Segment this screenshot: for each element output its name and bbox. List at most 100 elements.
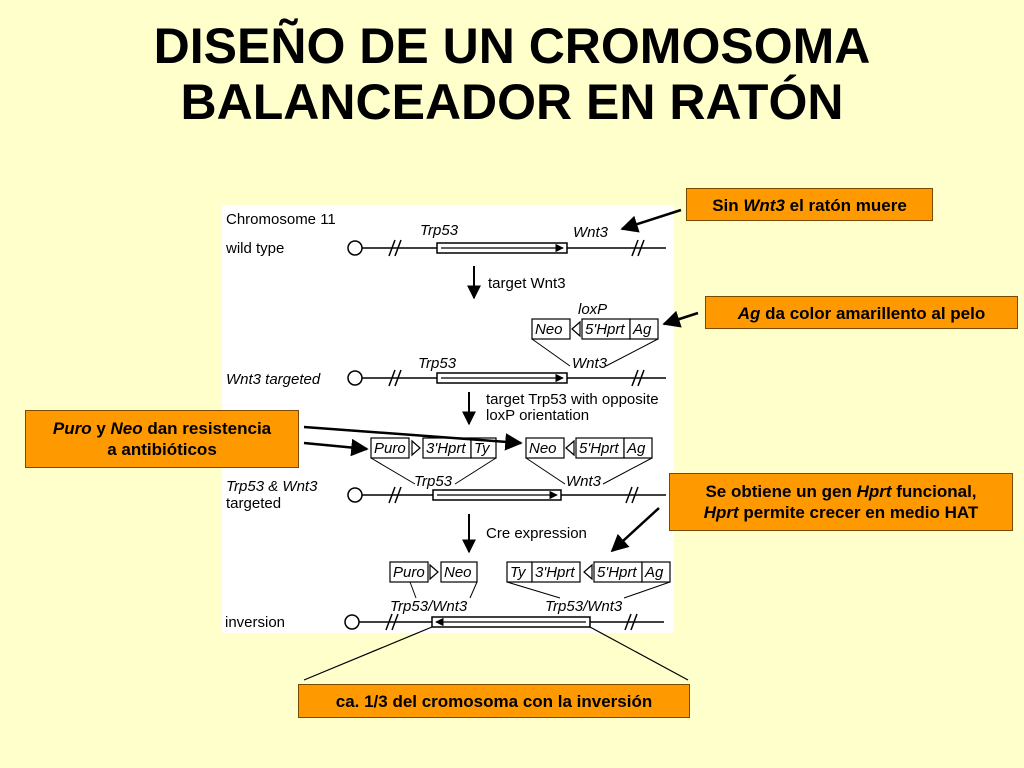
pointer-inversion-right [589,626,689,681]
puro-label-1: Puro [374,440,406,457]
callout-ag-italic: Ag [737,304,761,323]
callout-hprt-line1: Se obtiene un gen Hprt funcional, [670,481,1012,502]
loxp-label-1: loxP [578,301,607,318]
callout-hprt-line2-post: permite crecer en medio HAT [738,503,979,522]
title-line-2: BALANCEADOR EN RATÓN [180,74,844,130]
callout-puro-neo-mid: y [91,419,111,438]
puro-label-2: Puro [393,564,425,581]
callout-sin-wnt3-italic: Wnt3 [743,196,785,215]
trp53-wnt3-label-left: Trp53/Wnt3 [390,598,468,615]
neo-box-1 [531,318,571,340]
callout-sin-wnt3: Sin Wnt3 el ratón muere [686,188,933,221]
callout-hprt-line2: Hprt permite crecer en medio HAT [670,502,1012,523]
title-line-1: DISEÑO DE UN CROMOSOMA [153,18,871,74]
slide-title: DISEÑO DE UN CROMOSOMA BALANCEADOR EN RA… [0,18,1024,130]
chromosome-label: Chromosome 11 [226,211,336,228]
ty-label: Ty [474,440,491,457]
neo-box-2 [525,437,565,459]
centromere-inv [344,614,360,630]
homology-lines-1 [531,338,659,367]
trp53-label-both: Trp53 [414,473,453,490]
break-mark-both-left [388,486,402,504]
loxp-triangle-1 [571,320,581,338]
wnt3-targeted-label: Wnt3 targeted [226,371,321,388]
hprt5-label-2: 5'Hprt [579,440,619,457]
callout-hprt: Se obtiene un gen Hprt funcional, Hprt p… [669,473,1013,531]
hprt3-label-2: 3'Hprt [535,564,575,581]
break-mark-wt-right [631,239,645,257]
centromere-both [347,487,363,503]
ag-label-2: Ag [626,440,646,457]
inversion-label: inversion [225,614,285,631]
wnt3-label-both: Wnt3 [566,473,602,490]
target-trp53-line1: target Trp53 with opposite [486,391,659,408]
loxp-triangle-puro [411,439,421,457]
callout-neo-italic: Neo [110,419,143,438]
break-mark-inv-right [624,613,638,631]
callout-puro-italic: Puro [52,419,92,438]
ty-label-2: Ty [510,564,527,581]
both-targeted-line1: Trp53 & Wnt3 [226,478,318,495]
callout-inversion: ca. 1/3 del cromosoma con la inversión [298,684,690,718]
callout-hprt-italic: Hprt [856,482,892,501]
neo-label-2: Neo [529,440,557,457]
callout-puro-neo-line2: a antibióticos [107,440,217,459]
neo-label-3: Neo [444,564,472,581]
homology-lines-2 [370,457,653,485]
callout-hprt-post: funcional, [891,482,977,501]
callout-ag: Ag da color amarillento al pelo [705,296,1018,329]
wnt3-label-wnt3: Wnt3 [572,355,608,372]
break-mark-inv-left [385,613,399,631]
trp53-label-wnt3: Trp53 [418,355,457,372]
target-trp53-line2: loxP orientation [486,407,589,424]
cre-expression-label: Cre expression [486,525,587,542]
target-wnt3-text: target Wnt3 [488,275,566,292]
callout-puro-neo-post: dan resistencia [142,419,272,438]
callout-puro-neo-line1: Puro y Neo dan resistencia [26,418,298,439]
callout-sin-wnt3-pre: Sin [712,196,744,215]
ty-box [470,437,497,459]
hprt3-label: 3'Hprt [426,440,466,457]
hprt5-label-1: 5'Hprt [585,321,625,338]
loxp-triangle-3 [429,563,439,581]
pointer-neo [303,425,523,451]
callout-hprt-line2-italic: Hprt [703,503,739,522]
pointer-sin-wnt3 [620,208,682,233]
hprt3-box-2 [531,561,581,583]
pointer-inversion-left [303,626,433,681]
trp53-label-wt: Trp53 [420,222,459,239]
ag-label-1: Ag [632,321,652,338]
callout-inversion-text: ca. 1/3 del cromosoma con la inversión [335,692,653,711]
callout-hprt-pre: Se obtiene un gen [705,482,857,501]
pointer-ag [662,310,699,328]
neo-label-1: Neo [535,321,563,338]
wnt3-label-wt: Wnt3 [573,224,609,241]
trp53-wnt3-label-right: Trp53/Wnt3 [545,598,623,615]
ag-box-2 [623,437,653,459]
homology-lines-3 [409,581,671,599]
puro-box-1 [370,437,410,459]
ag-box-1 [629,318,659,340]
puro-box-2 [389,561,429,583]
break-mark-wt-left [388,239,402,257]
loxp-triangle-4 [583,563,593,581]
break-mark-both-right [625,486,639,504]
callout-sin-wnt3-post: el ratón muere [784,196,907,215]
ag-label-3: Ag [644,564,664,581]
break-mark-wnt3-right [631,369,645,387]
pointer-puro [303,438,369,457]
loxp-triangle-2 [565,439,575,457]
centromere-wt [347,240,363,256]
both-targeted-line2: targeted [226,495,281,512]
neo-box-3 [440,561,478,583]
centromere-wnt3 [347,370,363,386]
target-wnt3-label: target Wnt3 [488,275,566,292]
pointer-hprt [610,507,660,553]
callout-ag-post: da color amarillento al pelo [760,304,986,323]
ag-box-3 [641,561,671,583]
wild-type-label: wild type [225,240,284,257]
hprt5-label-3: 5'Hprt [597,564,637,581]
break-mark-wnt3-left [388,369,402,387]
callout-puro-neo: Puro y Neo dan resistencia a antibiótico… [25,410,299,468]
